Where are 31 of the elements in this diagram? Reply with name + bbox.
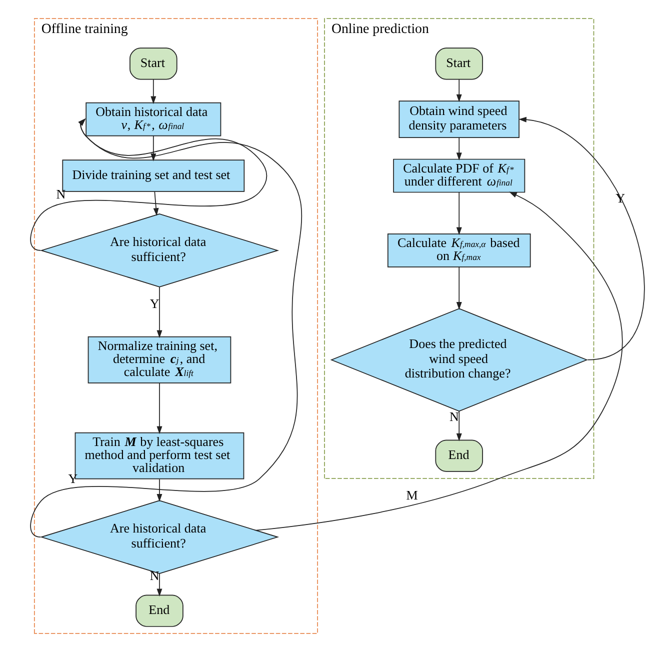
- arrow: [456, 137, 462, 160]
- arrow: [153, 191, 159, 216]
- arrow: [256, 192, 623, 531]
- arrow: [456, 79, 462, 102]
- node-box: Divide training set and test set: [62, 160, 245, 192]
- node-box: Obtain historical data v, Kf*, ωfinal: [86, 102, 222, 136]
- arrow: [156, 382, 162, 434]
- node-diamond: Does the predicted wind speed distribution change?: [330, 308, 588, 412]
- arrow: [156, 478, 162, 502]
- edge-label: N: [450, 409, 459, 424]
- node-box: End: [136, 594, 184, 627]
- arrow: [156, 573, 162, 597]
- arrow: [30, 118, 268, 251]
- arrow: [156, 286, 162, 338]
- node-diamond: Are historical data sufficient?: [40, 214, 280, 288]
- node-box: End: [435, 440, 483, 472]
- arrow: [150, 79, 156, 104]
- arrow: [456, 266, 462, 310]
- arrow: [456, 192, 462, 236]
- arrow: [456, 410, 462, 442]
- node-box: Obtain wind speed density parameters: [398, 100, 520, 138]
- node-box: Start: [130, 48, 178, 80]
- edge-label: Y: [150, 296, 160, 311]
- node-box: Start: [435, 48, 483, 80]
- edge-label: M: [406, 487, 418, 502]
- arrow: [518, 116, 644, 360]
- node-box: Calculate PDF of Kf* under different ωfinal: [393, 158, 526, 193]
- arrow: [30, 118, 302, 538]
- node-box: Calculate Kf,max,α based on Kf,max: [387, 234, 531, 268]
- node-box: Normalize training set, determine cj, and calculate Xlift: [88, 336, 232, 384]
- node-box: Train M by least-squares method and perform test set validation: [74, 432, 244, 480]
